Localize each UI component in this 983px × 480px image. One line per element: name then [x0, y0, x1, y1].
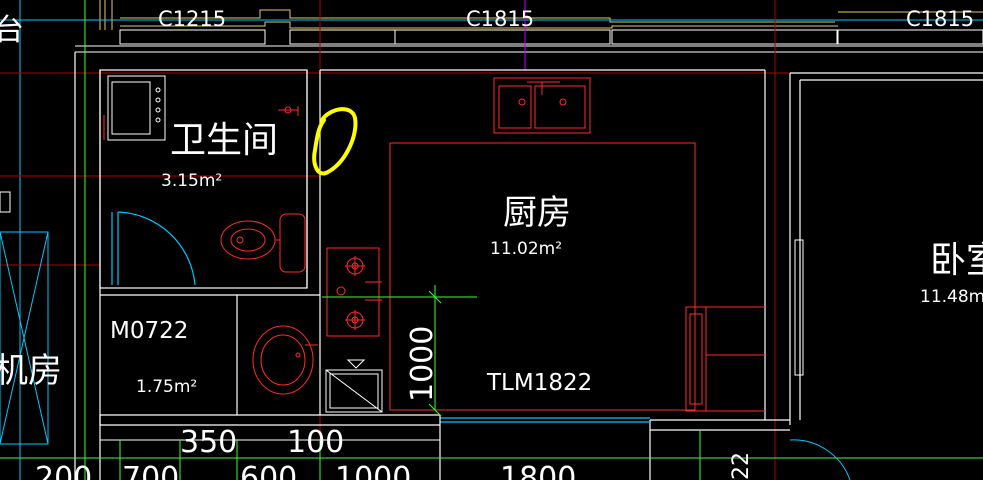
dim-350: 350 — [180, 425, 237, 460]
dim-1800: 1800 — [500, 461, 576, 480]
kitchen-name: 厨房 — [503, 193, 571, 233]
window-frames — [75, 29, 983, 53]
window-label-c1815-b: C1815 — [906, 7, 974, 31]
range-hood — [685, 306, 765, 412]
dim-1000: 1000 — [335, 461, 411, 480]
dimension-lines — [0, 285, 983, 480]
dim-200: 200 — [35, 461, 92, 480]
bathroom-name: 卫生间 — [170, 120, 278, 161]
bedroom-area: 11.48m — [920, 287, 983, 307]
highlight-circle-annotation — [312, 107, 358, 176]
small-room-code: M0722 — [110, 318, 188, 344]
kitchen-area: 11.02m² — [490, 239, 562, 259]
dim-right-fragment: 22 — [729, 452, 754, 480]
gas-stove — [326, 247, 382, 337]
kitchen-sink — [493, 77, 591, 134]
wash-basin — [252, 325, 318, 395]
window-label-c1815-a: C1815 — [466, 7, 534, 31]
toilet — [220, 213, 306, 273]
top-left-fragment: 台 — [0, 13, 24, 48]
bedroom-name: 卧室 — [930, 240, 983, 281]
dim-100: 100 — [287, 425, 344, 460]
sliding-door-label: TLM1822 — [486, 370, 592, 396]
dim-700: 700 — [122, 461, 179, 480]
bedroom-door — [789, 239, 851, 480]
walls — [74, 52, 983, 480]
left-strip — [0, 191, 49, 445]
left-room-fragment: 机房 — [0, 351, 62, 391]
vertical-dimension-label: 1000 — [405, 326, 440, 402]
sliding-door-threshold — [439, 415, 650, 480]
window-label-c1215: C1215 — [158, 7, 226, 31]
dim-600: 600 — [240, 461, 297, 480]
shower-fixture — [278, 106, 299, 116]
counter-outline — [389, 142, 696, 411]
small-room-area: 1.75m² — [136, 377, 197, 397]
bathroom-area: 3.15m² — [161, 171, 222, 191]
window-band — [99, 0, 983, 30]
bathroom-door — [111, 211, 196, 286]
washing-machine — [103, 75, 166, 141]
fridge — [325, 359, 383, 413]
